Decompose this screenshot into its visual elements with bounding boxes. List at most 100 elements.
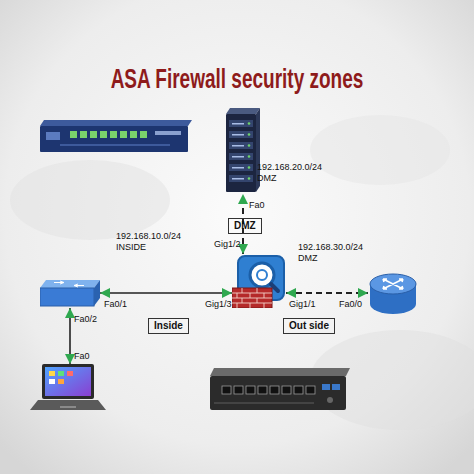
laptop-screen [45, 367, 91, 396]
server-led [248, 122, 251, 125]
port-label: Fa0/2 [74, 314, 97, 325]
zone-label: INSIDE [116, 242, 146, 253]
appliance-top [210, 368, 350, 376]
router-base [370, 294, 416, 314]
server-slot [232, 145, 244, 147]
port-label: Fa0 [249, 200, 265, 211]
ethernet-port [234, 386, 243, 394]
ethernet-port [246, 386, 255, 394]
brick-lines [232, 288, 272, 308]
server-bay [229, 131, 253, 138]
port-label: Fa0/0 [339, 299, 362, 310]
laptop-touchpad [60, 406, 76, 408]
server-body [226, 114, 256, 192]
port-label: Gig1/3 [205, 299, 232, 310]
screen-icon [58, 371, 64, 376]
console-port [332, 384, 340, 390]
diagram-title: ASA Firewall security zones [0, 62, 474, 95]
magnifier-mark [257, 270, 267, 280]
zone-tag: DMZ [228, 218, 262, 234]
status-led [100, 131, 107, 138]
ethernet-port [258, 386, 267, 394]
status-led [90, 131, 97, 138]
server-led [248, 166, 251, 169]
brick-wall [232, 288, 272, 308]
appliance-stripe [214, 402, 314, 404]
ethernet-port [294, 386, 303, 394]
marble-blotch [310, 115, 450, 185]
switch-icon-shape [40, 280, 100, 308]
appliance-logo [46, 132, 60, 140]
server-led [248, 144, 251, 147]
switch-side [94, 280, 100, 306]
zone-label: DMZ [298, 253, 318, 264]
status-led [130, 131, 137, 138]
laptop-icon-shape [30, 364, 106, 412]
server-bay [229, 120, 253, 127]
laptop-lid [42, 364, 94, 399]
screen-icon [67, 371, 73, 376]
server-slot [232, 134, 244, 136]
subnet-label: 192.168.20.0/24 [257, 162, 322, 173]
ethernet-port [270, 386, 279, 394]
appliance-badge [155, 131, 181, 135]
status-led [120, 131, 127, 138]
switch-arrows [54, 281, 84, 287]
subnet-label: 192.168.30.0/24 [298, 242, 363, 253]
server-bay [229, 175, 253, 182]
zone-tag: Inside [148, 318, 189, 334]
status-led [140, 131, 147, 138]
switch-top [40, 280, 100, 288]
port-label: Fa0 [74, 351, 90, 362]
server-bay [229, 164, 253, 171]
router-arrows [383, 279, 403, 289]
dashed-link [286, 292, 368, 294]
server-top [226, 108, 260, 114]
ethernet-port [222, 386, 231, 394]
port-label: Fa0/1 [104, 299, 127, 310]
appliance-front [40, 126, 188, 152]
server-slot [232, 178, 244, 180]
screen-icon [58, 379, 64, 384]
console-port [322, 384, 330, 390]
screen-icon [49, 371, 55, 376]
appliance-front [210, 376, 346, 410]
laptop-icon [30, 364, 106, 412]
network-link [100, 292, 232, 294]
zone-tag: Out side [283, 318, 335, 334]
ethernet-port [306, 386, 315, 394]
ethernet-port [282, 386, 291, 394]
asa-5505 [210, 368, 350, 410]
firewall-icon-shape [232, 254, 286, 308]
power-jack [327, 397, 333, 403]
firewall-icon [232, 254, 286, 308]
asa-appliance [40, 120, 192, 152]
server-led [248, 177, 251, 180]
status-led [80, 131, 87, 138]
appliance-top [40, 120, 192, 126]
appliance-stripe [60, 144, 170, 146]
server-bay [229, 142, 253, 149]
server-slot [232, 167, 244, 169]
network-link [69, 308, 71, 364]
server-slot [232, 156, 244, 158]
server-led [248, 155, 251, 158]
laptop-base [30, 400, 106, 410]
status-led [110, 131, 117, 138]
zone-label: DMZ [257, 173, 277, 184]
port-label: Gig1/2 [214, 239, 241, 250]
router-top [370, 274, 416, 294]
screen-icon [49, 379, 55, 384]
router-icon-shape [368, 272, 418, 316]
port-label: Gig1/1 [289, 299, 316, 310]
server-bay [229, 153, 253, 160]
subnet-label: 192.168.10.0/24 [116, 231, 181, 242]
server-led [248, 133, 251, 136]
switch-front [40, 288, 94, 306]
router-icon [368, 272, 418, 316]
marble-blotch [10, 160, 170, 240]
switch-icon [40, 280, 100, 308]
server-slot [232, 123, 244, 125]
status-led [70, 131, 77, 138]
